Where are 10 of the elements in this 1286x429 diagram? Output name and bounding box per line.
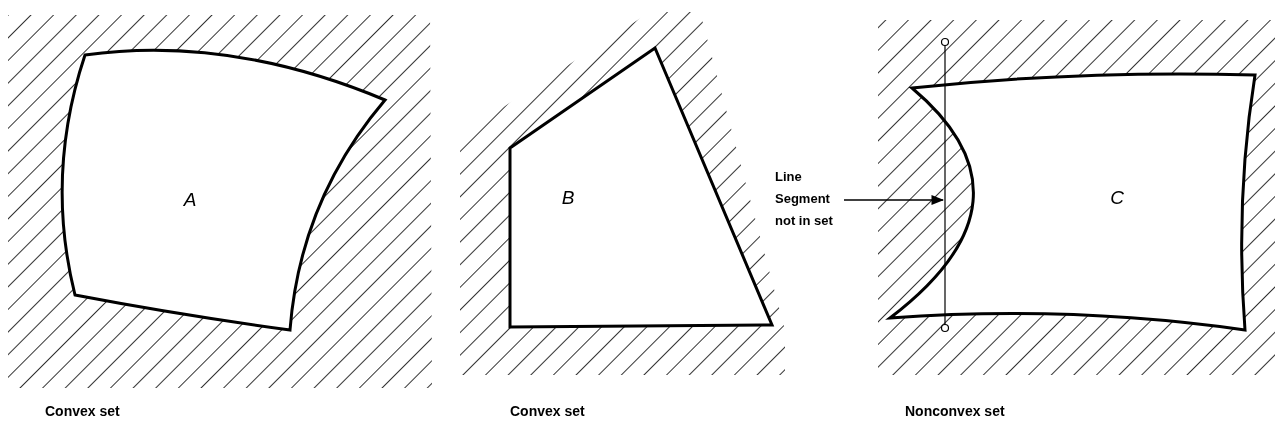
- set-region: [888, 70, 1260, 335]
- callout-label: Line Segment not in set: [775, 168, 834, 230]
- set-letter: B: [561, 187, 575, 209]
- set-letter: A: [183, 189, 197, 211]
- line-segment: [938, 38, 952, 332]
- set-caption: Nonconvex set: [905, 403, 1005, 419]
- leader-arrow: [843, 194, 945, 206]
- set-caption: Convex set: [45, 403, 120, 419]
- set-letter: C: [1110, 187, 1124, 209]
- set-caption: Convex set: [510, 403, 585, 419]
